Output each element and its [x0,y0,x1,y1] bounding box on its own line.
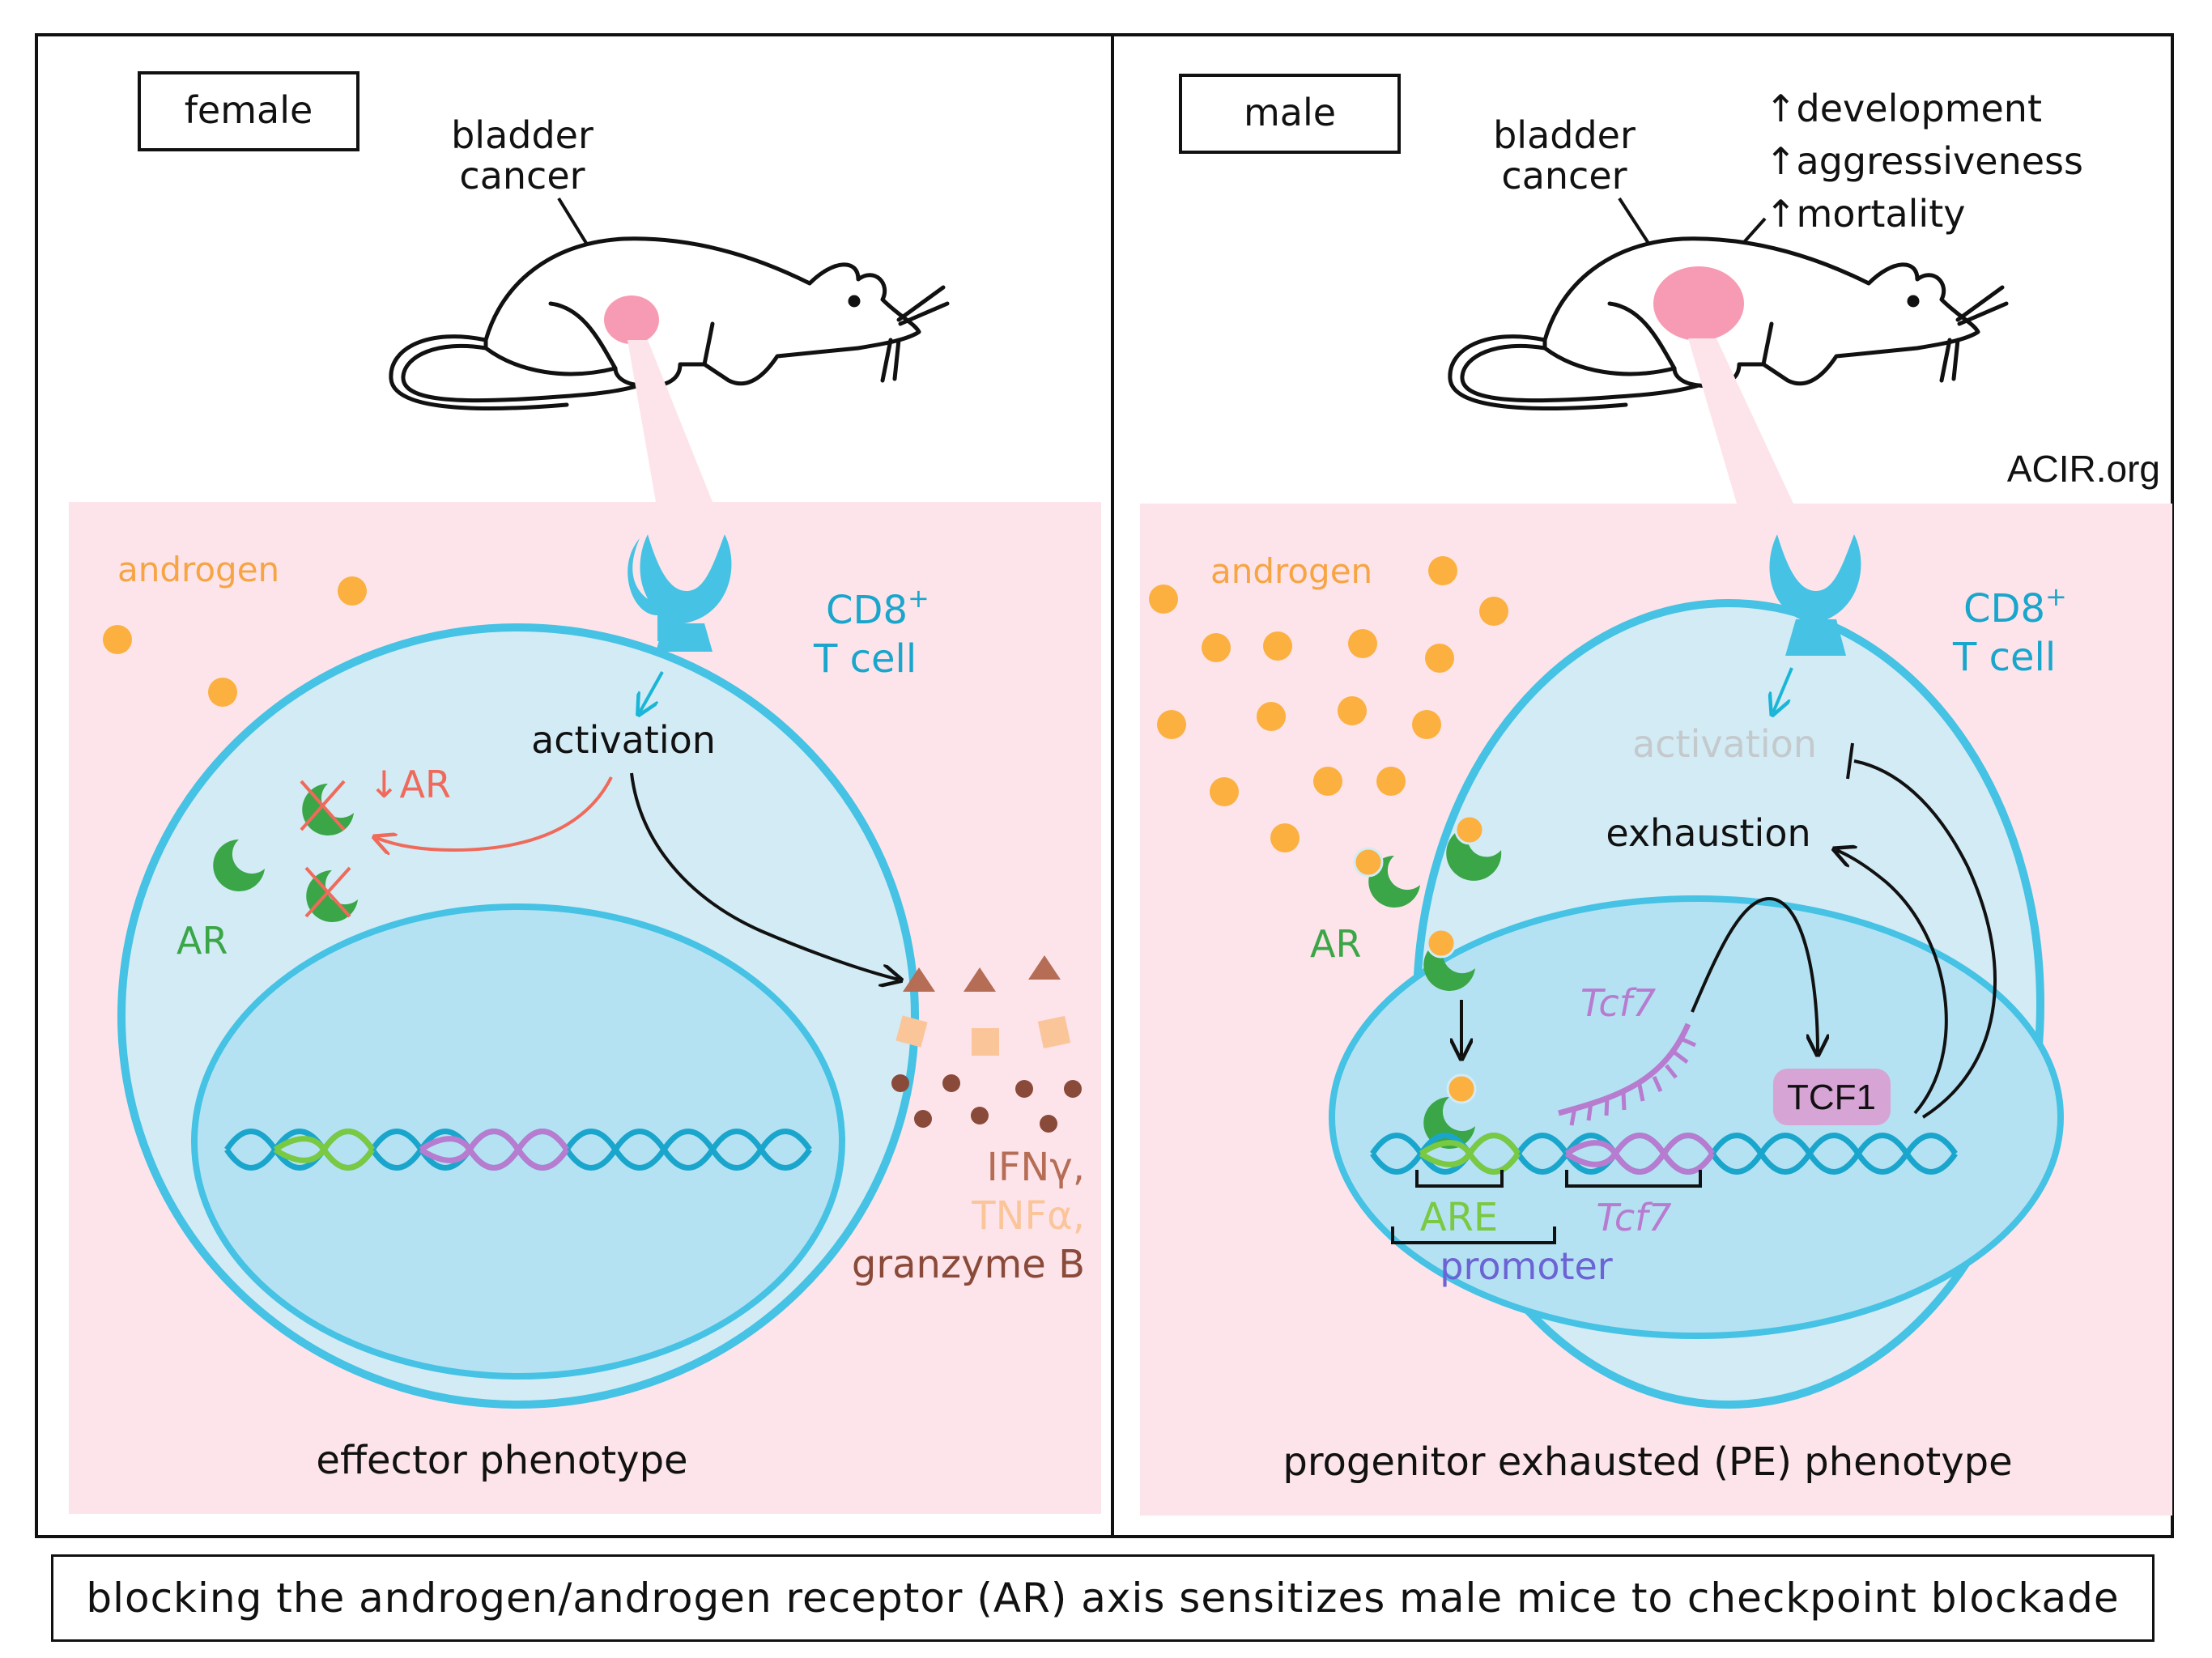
androgen-dot [1348,629,1377,658]
female-androgen-dot [103,625,132,654]
female-cell-label-2: T cell [813,636,917,682]
male-tcf7-mrna [1558,1022,1697,1126]
male-ar-label: AR [1310,922,1361,966]
watermark: ACIR.org [2007,448,2160,490]
cytokine-square [1037,1015,1071,1049]
male-mouse-icon [1448,236,2009,410]
female-phenotype: effector phenotype [316,1438,687,1483]
cytokine-dot [1015,1080,1033,1098]
cytokine-dot [914,1110,932,1128]
female-ar-label: AR [177,919,228,963]
male-inhibition-arrow [1853,759,1997,1119]
female-panel: female bladder cancer androgen CD8+ T c [69,71,1101,1514]
male-tcf7-gene-label: Tcf7 [1596,1196,1671,1239]
caption-banner: blocking the androgen/androgen receptor … [51,1554,2155,1642]
male-activation: activation [1632,722,1817,766]
cytokine-triangle [1028,955,1061,980]
male-tumor-label-2: cancer [1501,154,1627,198]
female-androgen-dot [208,678,237,707]
male-androgen-label: androgen [1210,551,1372,591]
cytokine-dot [942,1074,960,1092]
female-dna [224,1129,812,1171]
male-tcf7-mrna-label: Tcf7 [1580,981,1656,1025]
male-exhaustion-arrow [1836,850,1948,1115]
male-dna [1370,1133,1958,1175]
female-label: female [185,88,313,132]
male-exhaustion: exhaustion [1606,811,1810,855]
androgen-dot [1425,644,1454,673]
female-ar-receptors [213,780,358,922]
male-effect-aggressiveness: ↑aggressiveness [1765,139,2083,183]
female-androgen-label: androgen [117,550,279,589]
androgen-dot [1157,710,1186,739]
male-effect-development: ↑development [1765,87,2042,130]
female-tumor-label-2: cancer [459,154,585,198]
female-mouse-icon [389,236,950,410]
caption-text: blocking the androgen/androgen receptor … [86,1575,2120,1622]
male-tcf1-label: TCF1 [1787,1078,1876,1117]
male-effect-mortality: ↑mortality [1765,192,1965,236]
female-cytokine-gzm: granzyme B [852,1242,1085,1287]
cytokine-dot [1040,1115,1057,1133]
male-are-label: ARE [1420,1195,1499,1240]
female-cytokine-ifn: IFNγ, [987,1145,1085,1190]
androgen-dot [1313,767,1342,796]
androgen-dot [1479,597,1508,626]
ar-receptor-icon [213,840,265,891]
male-nucleus [1329,895,2064,1339]
female-cytokines [891,955,1082,1133]
female-tumor [604,295,659,344]
androgen-dot [1263,631,1292,661]
male-label: male [1244,91,1336,134]
androgen-dot [1338,696,1367,725]
male-androgen-dots [1149,556,1508,852]
female-ar-down: ↓AR [368,763,451,806]
androgen-dot [1149,585,1178,614]
are-bracket [1415,1170,1504,1188]
male-signal-arrow [1773,667,1793,712]
cytokine-dot [971,1107,989,1124]
female-cell-label-1: CD8+ [826,583,929,633]
female-zoom-beam [627,340,713,502]
male-cell-label-2: T cell [1952,635,2056,680]
androgen-dot [1376,767,1406,796]
male-translation-arrow [1691,896,1818,1052]
cytokine-square [972,1028,999,1056]
male-receptor-icon [1769,534,1861,623]
androgen-dot [1428,556,1457,585]
androgen-dot [1210,777,1239,806]
androgen-dot [1202,633,1231,662]
male-promoter-label: promoter [1440,1244,1613,1288]
female-tumor-label-1: bladder [451,113,593,157]
male-panel: male bladder cancer ↑development ↑aggres… [1140,74,2172,1516]
female-cytokine-arrow [630,772,899,980]
male-tcf1-box [1773,1069,1891,1125]
androgen-dot [1270,823,1300,852]
cytokine-triangle [963,967,996,992]
female-signal-arrow [640,671,664,712]
female-label-box [138,71,359,151]
female-nucleus [191,903,845,1380]
cytokine-dot [1064,1080,1082,1098]
male-zoom-beam [1688,338,1793,504]
androgen-dot [1412,710,1441,739]
female-ar-down-arrow [376,776,613,850]
male-tumor [1653,266,1744,341]
cytokine-triangle [903,967,935,992]
cytokine-dot [891,1074,909,1092]
female-cytokine-tnf: TNFα, [971,1193,1085,1239]
promoter-bracket [1391,1226,1556,1244]
male-label-box [1179,74,1401,154]
male-phenotype: progenitor exhausted (PE) phenotype [1283,1439,2012,1485]
male-cell-label-1: CD8+ [1963,581,2067,631]
cytokine-square [895,1015,928,1048]
tcf7-gene-bracket [1565,1170,1702,1188]
male-tumor-label-1: bladder [1493,113,1636,157]
female-androgen-dot [338,576,367,606]
female-activation: activation [531,718,716,762]
female-receptor-cup [640,534,732,623]
androgen-dot [1257,702,1286,731]
